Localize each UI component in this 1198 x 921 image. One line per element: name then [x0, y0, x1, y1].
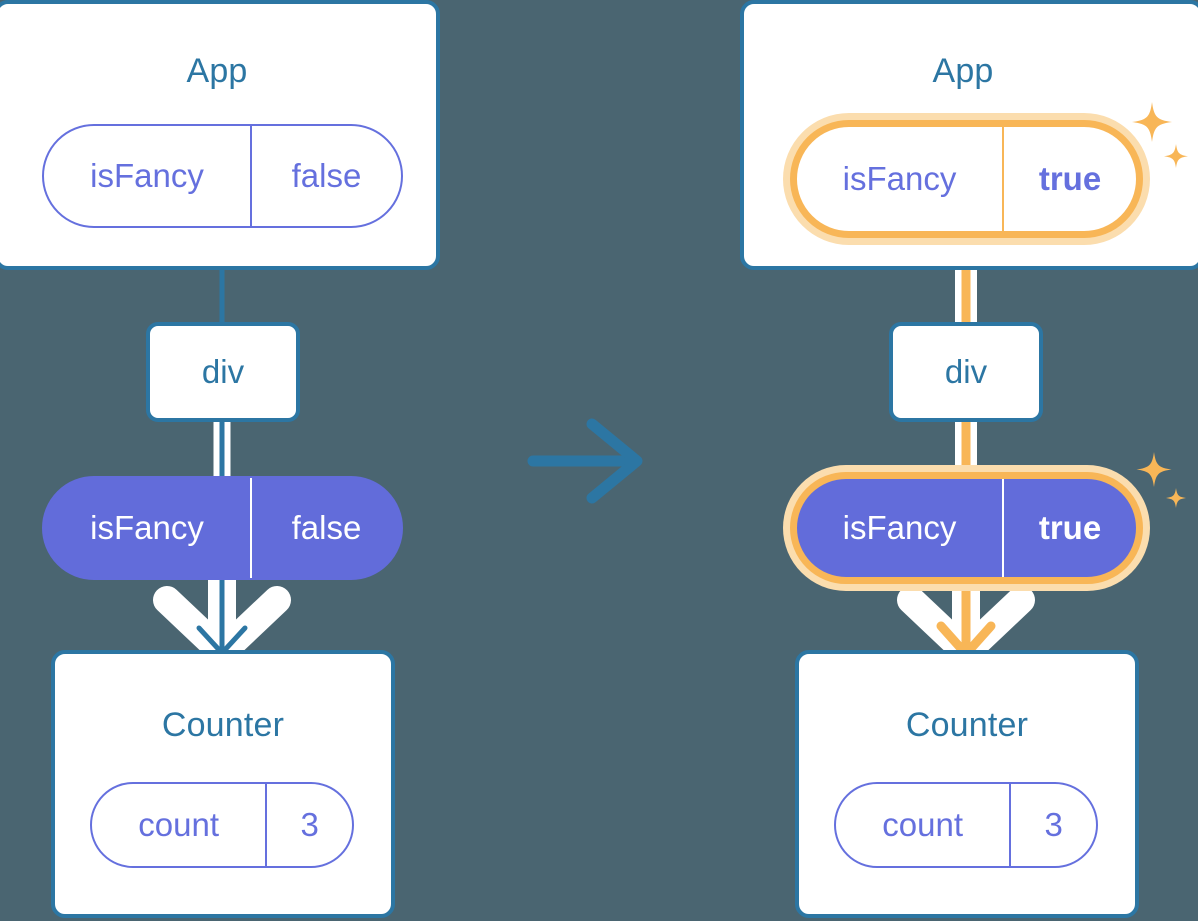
counter-state-pill-before: count 3 — [90, 782, 354, 868]
counter-state-value-after: 3 — [1009, 784, 1096, 866]
prop-pill-before: isFancy false — [42, 476, 403, 580]
div-label-before: div — [201, 353, 245, 390]
prop-value-after: true — [1002, 479, 1136, 577]
counter-title-before: Counter — [161, 706, 285, 744]
app-state-value-before: false — [250, 126, 401, 226]
prop-name-after: isFancy — [842, 509, 957, 546]
app-state-name-after: isFancy — [842, 160, 957, 197]
prop-value-before: false — [250, 478, 401, 578]
app-state-value-after: true — [1002, 127, 1136, 231]
div-box-after: div — [889, 322, 1043, 422]
counter-state-pill-after: count 3 — [834, 782, 1098, 868]
app-title-before: App — [186, 52, 248, 90]
prop-pill-after: isFancy true — [790, 472, 1143, 584]
div-box-before: div — [146, 322, 300, 422]
prop-name-before: isFancy — [90, 509, 204, 546]
counter-title-after: Counter — [905, 706, 1029, 744]
app-state-pill-before: isFancy false — [42, 124, 403, 228]
arrow-right-icon — [527, 418, 643, 504]
app-state-name-before: isFancy — [90, 157, 204, 194]
counter-state-name-before: count — [138, 806, 220, 843]
counter-state-name-after: count — [882, 806, 964, 843]
app-title-after: App — [932, 52, 994, 90]
app-state-pill-after: isFancy true — [790, 120, 1143, 238]
div-label-after: div — [944, 353, 988, 390]
counter-state-value-before: 3 — [265, 784, 352, 866]
